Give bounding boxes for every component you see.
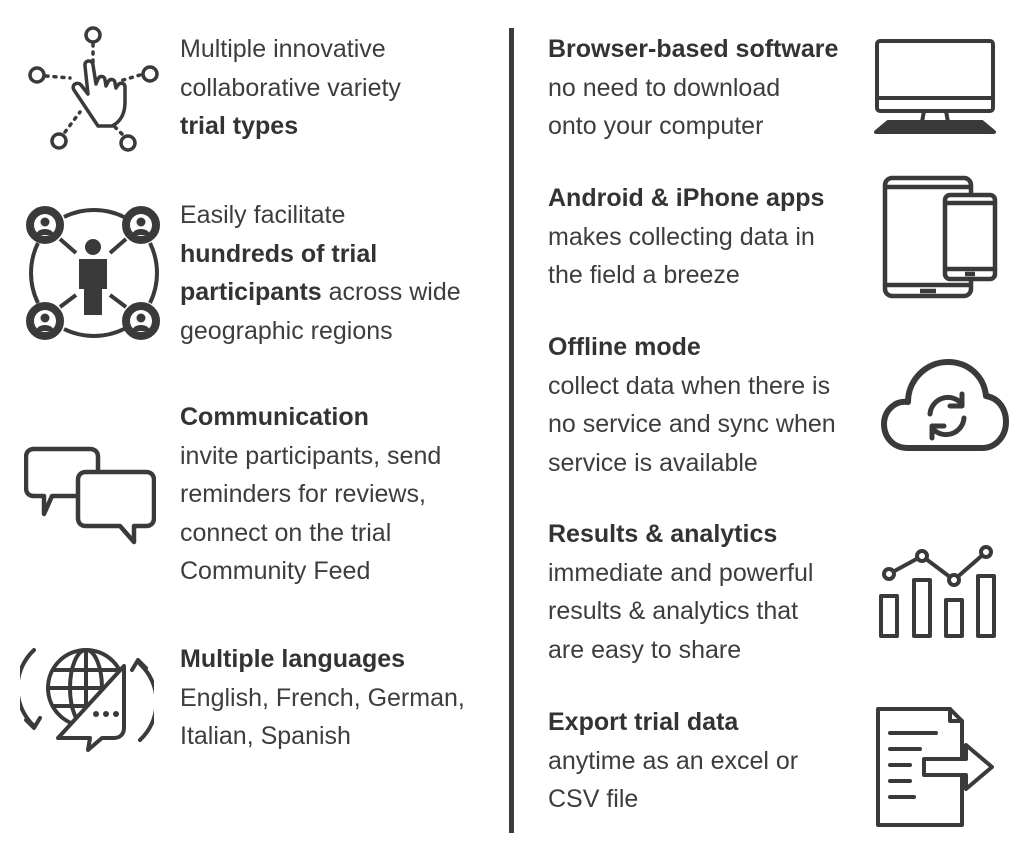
analytics-line: immediate and powerful [548,558,814,587]
tablet-phone-icon [882,175,998,299]
participants-bold: hundreds of trial [180,239,378,268]
offline-text: Offline mode collect data when there is … [548,328,836,482]
globe-language-icon [20,640,154,752]
monitor-icon [874,38,998,136]
export-line: CSV file [548,785,639,813]
people-network-icon [24,203,164,343]
languages-text: Multiple languages English, French, Germ… [180,640,465,756]
trial-types-bold: trial types [180,112,299,140]
export-line: anytime as an excel or [548,746,799,775]
chart-analytics-icon [878,542,1000,642]
apps-title: Android & iPhone apps [548,184,825,212]
participants-bold: participants [180,278,322,306]
apps-line: makes collecting data in [548,222,815,251]
offline-line: collect data when there is [548,371,831,400]
analytics-line: are easy to share [548,635,742,664]
communication-line: invite participants, send [180,441,442,470]
communication-text: Communication invite participants, send … [180,398,441,591]
communication-title: Communication [180,403,369,431]
trial-types-line: collaborative variety [180,73,401,102]
analytics-line: results & analytics that [548,597,799,625]
analytics-title: Results & analytics [548,520,778,548]
participants-line: Easily facilitate [180,201,346,229]
communication-line: reminders for reviews, [180,480,426,508]
communication-line: connect on the trial [180,518,392,547]
languages-line: Italian, Spanish [180,722,351,750]
languages-title: Multiple languages [180,645,406,673]
export-text: Export trial data anytime as an excel or… [548,703,798,819]
participants-line: geographic regions [180,316,393,345]
browser-line: no need to download [548,73,781,102]
center-divider [509,28,514,833]
apps-text: Android & iPhone apps makes collecting d… [548,179,824,295]
communication-line: Community Feed [180,557,371,585]
chat-bubbles-icon [24,446,156,546]
cloud-sync-icon [880,356,1010,456]
participants-line: across wide [321,278,461,306]
trial-types-line: Multiple innovative [180,35,386,63]
browser-title: Browser-based software [548,35,839,63]
offline-line: service is available [548,448,758,477]
document-export-icon [874,705,1000,831]
export-title: Export trial data [548,708,739,736]
offline-line: no service and sync when [548,410,836,438]
trial-types-text: Multiple innovative collaborative variet… [180,30,401,146]
languages-line: English, French, German, [180,683,465,712]
analytics-text: Results & analytics immediate and powerf… [548,515,813,669]
apps-line: the field a breeze [548,261,740,289]
browser-line: onto your computer [548,112,764,140]
touch-network-icon [28,26,163,156]
offline-title: Offline mode [548,333,701,361]
participants-text: Easily facilitate hundreds of trial part… [180,196,461,350]
browser-text: Browser-based software no need to downlo… [548,30,838,146]
